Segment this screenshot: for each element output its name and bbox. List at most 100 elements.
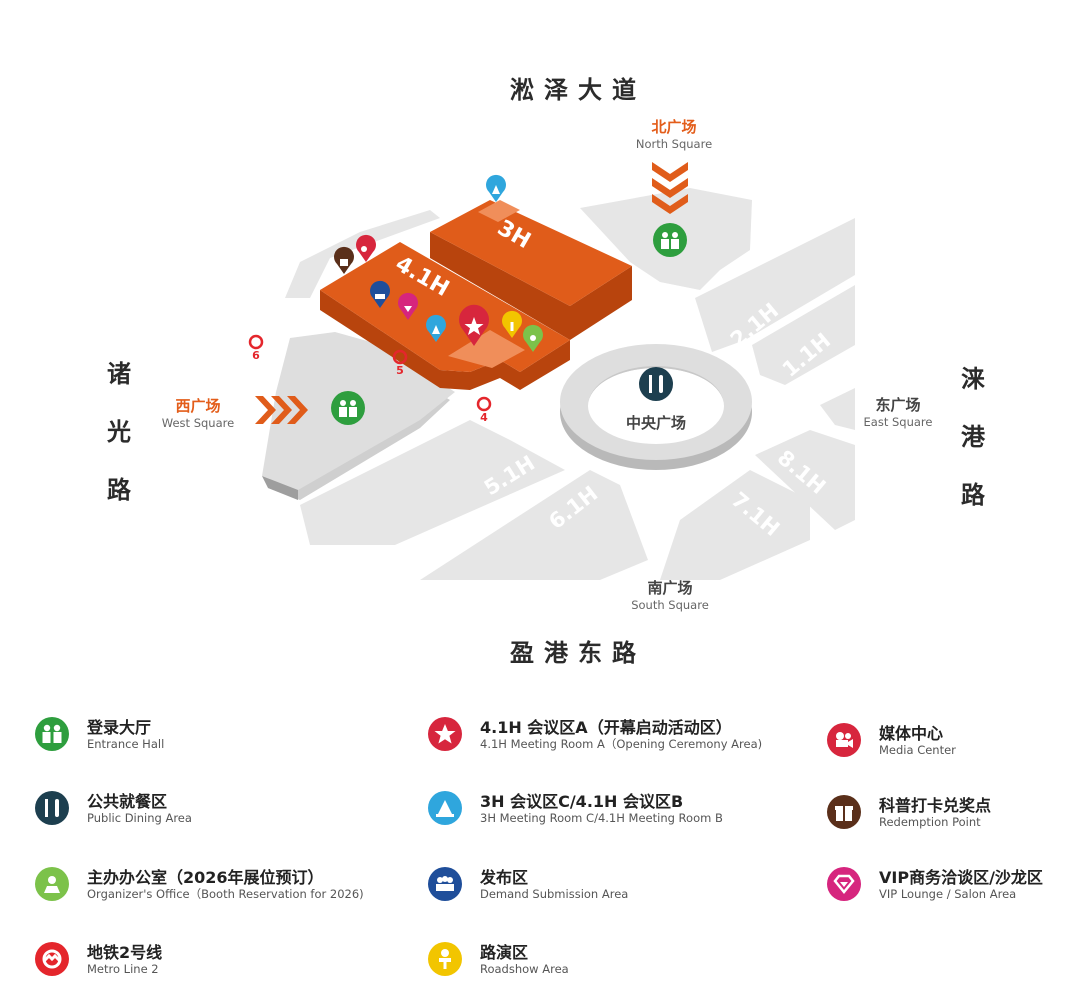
metro-icon bbox=[35, 942, 69, 976]
legend-label-cn: 地铁2号线 bbox=[87, 942, 163, 962]
legend-label-cn: 4.1H 会议区A（开幕启动活动区） bbox=[480, 717, 732, 737]
hall-3h-side bbox=[430, 232, 632, 340]
legend-label-en: Entrance Hall bbox=[87, 736, 165, 751]
central-square-label: 中央广场 bbox=[626, 414, 686, 432]
legend-label-cn: 发布区 bbox=[480, 867, 529, 887]
road-west-char: 光 bbox=[107, 418, 131, 446]
entrance-icon[interactable] bbox=[653, 223, 687, 257]
metro-exit-5-number: 5 bbox=[396, 364, 404, 377]
submission-icon bbox=[428, 867, 462, 901]
west-square-label: 西广场 West Square bbox=[138, 395, 258, 430]
roadshow-icon bbox=[428, 942, 462, 976]
orange-halls bbox=[320, 200, 632, 390]
pin-gift[interactable] bbox=[334, 246, 354, 274]
south-square-en: South Square bbox=[631, 598, 709, 612]
legend-label-en: 4.1H Meeting Room A（Opening Ceremony Are… bbox=[480, 736, 763, 751]
north-square-cn: 北广场 bbox=[651, 118, 697, 136]
legend-label-en: Redemption Point bbox=[879, 814, 981, 829]
pin-star[interactable] bbox=[459, 304, 489, 346]
media-icon bbox=[827, 723, 861, 757]
legend-label-cn: 登录大厅 bbox=[87, 717, 152, 737]
legend-item[interactable]: 4.1H 会议区A（开幕启动活动区）4.1H Meeting Room A（Op… bbox=[428, 712, 762, 756]
road-east-char: 涞 bbox=[961, 365, 985, 393]
legend-label-cn: VIP商务洽谈区/沙龙区 bbox=[879, 867, 1043, 887]
legend-label-en: Metro Line 2 bbox=[87, 961, 159, 976]
pin-media[interactable] bbox=[356, 234, 376, 262]
pin-roadshow[interactable] bbox=[502, 310, 522, 338]
legend-label-cn: 3H 会议区C/4.1H 会议区B bbox=[480, 791, 684, 811]
road-west-label: 诸 光 路 bbox=[104, 345, 134, 519]
gift-icon bbox=[827, 795, 861, 829]
south-square-cn: 南广场 bbox=[647, 579, 693, 597]
hall-41h-center bbox=[448, 330, 525, 368]
metro-exit-6[interactable]: 6 bbox=[248, 334, 264, 362]
legend-item[interactable]: 主办办公室（2026年展位预订）Organizer's Office（Booth… bbox=[35, 862, 364, 906]
legend-label-cn: 公共就餐区 bbox=[87, 791, 168, 811]
legend-label-en: Organizer's Office（Booth Reservation for… bbox=[87, 886, 364, 901]
metro-exit-4[interactable]: 4 bbox=[476, 396, 492, 424]
road-west-char: 路 bbox=[107, 476, 131, 504]
entrance-icon[interactable] bbox=[331, 391, 365, 425]
legend-label-en: Public Dining Area bbox=[87, 810, 192, 825]
pin-vip[interactable] bbox=[398, 292, 418, 320]
north-square-label: 北广场 North Square bbox=[614, 116, 734, 151]
road-north-label: 淞泽大道 bbox=[510, 76, 646, 104]
west-square-en: West Square bbox=[161, 416, 235, 430]
legend-label-en: VIP Lounge / Salon Area bbox=[879, 886, 1017, 901]
hall-5-1h-shape bbox=[300, 420, 565, 545]
metro-exit-6-number: 6 bbox=[252, 349, 260, 362]
north-square-en: North Square bbox=[635, 137, 713, 151]
hall-3h-roof bbox=[430, 200, 632, 306]
gray-halls bbox=[285, 188, 855, 580]
dining-icon[interactable] bbox=[639, 367, 673, 401]
star-icon bbox=[428, 717, 462, 751]
hall-3h-step bbox=[478, 200, 520, 222]
east-square-en: East Square bbox=[863, 415, 933, 429]
south-square-label: 南广场 South Square bbox=[610, 577, 730, 612]
hall-1-1h-shape bbox=[752, 285, 855, 385]
venue-map: 3H 4.1H 2.1H 1.1H 5.1H 6.1H 7.1H 8.1H 中央… bbox=[248, 162, 855, 580]
entrance-icon bbox=[35, 717, 69, 751]
road-east-label: 涞 港 路 bbox=[958, 350, 988, 524]
east-square-label: 东广场 East Square bbox=[838, 394, 958, 429]
east-square-cn: 东广场 bbox=[875, 396, 921, 414]
legend-label-cn: 科普打卡兑奖点 bbox=[879, 795, 992, 815]
pin-meeting-room-3h[interactable] bbox=[486, 174, 506, 202]
metro-exit-5[interactable]: 5 bbox=[392, 349, 408, 377]
hall-2-1h-shape bbox=[695, 218, 855, 352]
legend-label-en: Roadshow Area bbox=[480, 961, 569, 976]
legend-label-en: 3H Meeting Room C/4.1H Meeting Room B bbox=[480, 810, 723, 825]
legend-label-cn: 路演区 bbox=[480, 942, 529, 962]
north-entrance-arrows bbox=[652, 162, 688, 214]
road-south-label: 盈港东路 bbox=[510, 639, 646, 667]
hall-8-1h-shape bbox=[755, 430, 855, 530]
pin-submission[interactable] bbox=[370, 280, 390, 308]
dining-icon bbox=[35, 791, 69, 825]
central-square-ring bbox=[560, 344, 752, 470]
metro-exit-4-number: 4 bbox=[480, 411, 488, 424]
hall-6-1h-shape bbox=[420, 470, 648, 580]
northwest-strip bbox=[285, 210, 440, 298]
pin-meeting-room-41h[interactable] bbox=[426, 314, 446, 342]
hall-41h-side bbox=[320, 290, 570, 390]
hall-41h-roof bbox=[320, 242, 570, 372]
legend-label-en: Demand Submission Area bbox=[480, 886, 629, 901]
road-west-char: 诸 bbox=[107, 360, 131, 388]
pin-office[interactable] bbox=[523, 324, 543, 352]
west-square-cn: 西广场 bbox=[175, 397, 221, 415]
east-strip bbox=[820, 388, 855, 430]
road-east-char: 港 bbox=[961, 423, 985, 451]
legend-label-en: Media Center bbox=[879, 742, 956, 757]
west-entrance-arrows bbox=[255, 396, 308, 424]
legend-label-cn: 主办办公室（2026年展位预订） bbox=[87, 867, 324, 887]
road-east-char: 路 bbox=[961, 481, 985, 509]
